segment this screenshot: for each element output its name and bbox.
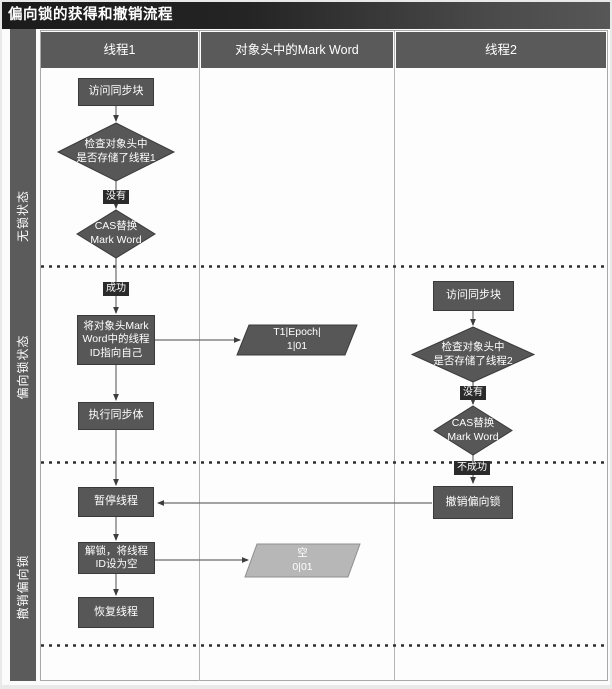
markword-empty-value: 空 0|01	[292, 546, 313, 573]
state-label-biased: 偏向锁状态	[16, 334, 30, 400]
node-set-thread-id: 将对象头Mark Word中的线程 ID指向自己	[77, 315, 155, 365]
state-label-lock-free: 无锁状态	[16, 190, 30, 243]
lane-header-markword: 对象头中的Mark Word	[201, 32, 393, 68]
lane-header-thread2: 线程2	[396, 32, 606, 68]
decision-cas-thread1-label: CAS替换 Mark Word	[90, 220, 142, 246]
state-sidebar: 无锁状态 偏向锁状态 撤销偏向锁	[10, 29, 36, 681]
state-label-revoke: 撤销偏向锁	[16, 554, 30, 620]
node-access-sync-block-t1: 访问同步块	[78, 78, 154, 106]
node-pause-thread: 暂停线程	[78, 487, 154, 517]
lane-divider-2	[394, 31, 395, 681]
edge-label-no-t2: 没有	[460, 386, 486, 400]
node-execute-sync-body: 执行同步体	[78, 402, 154, 430]
edge-label-fail: 不成功	[454, 461, 490, 475]
decision-check-thread1-label: 检查对象头中 是否存储了线程1	[76, 138, 156, 164]
node-access-sync-block-t2: 访问同步块	[433, 281, 514, 311]
lane-header-thread1: 线程1	[41, 32, 198, 68]
edge-label-success: 成功	[103, 282, 129, 296]
node-resume-thread: 恢复线程	[78, 597, 154, 628]
decision-check-thread2-label: 检查对象头中 是否存储了线程2	[433, 340, 513, 367]
node-unlock-set-null: 解锁，将线程 ID设为空	[78, 542, 155, 574]
decision-cas-thread2-label: CAS替换 Mark Word	[447, 417, 499, 443]
edge-label-no-t1: 没有	[103, 190, 129, 204]
diagram-title: 偏向锁的获得和撤销流程	[2, 2, 610, 29]
lane-divider-1	[199, 31, 200, 681]
markword-biased-value: T1|Epoch| 1|01	[273, 326, 321, 352]
node-revoke-biased-lock: 撤销偏向锁	[433, 486, 513, 519]
